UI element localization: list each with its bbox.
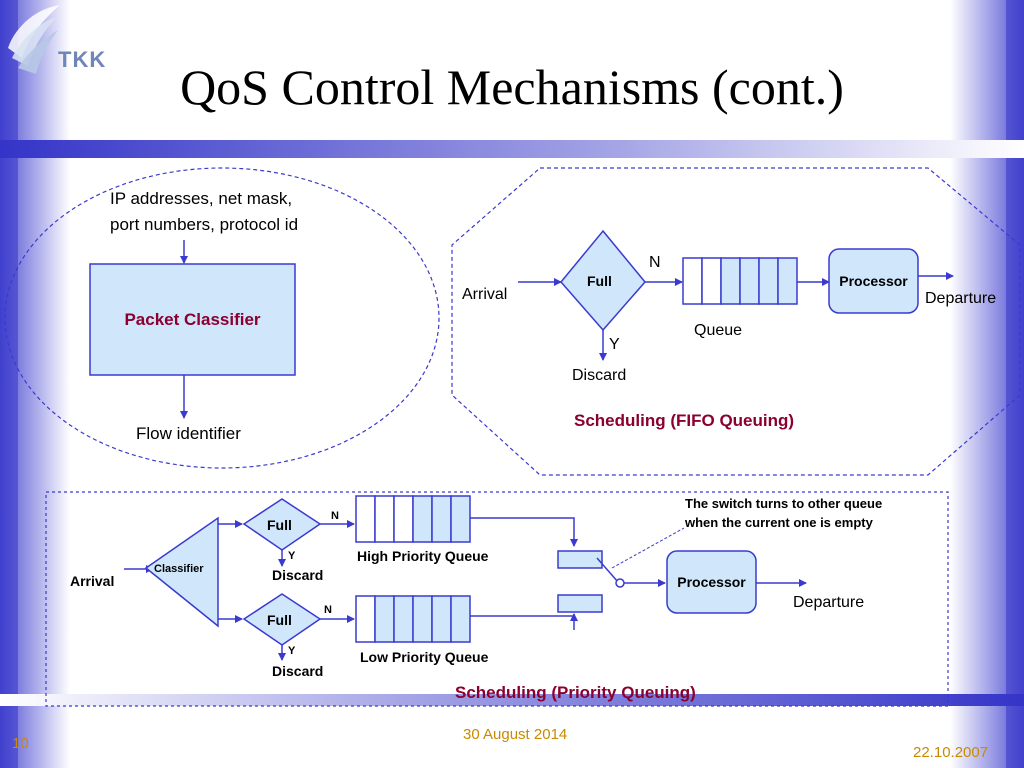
logo-text: TKK — [58, 47, 107, 72]
title-underline-bar — [0, 140, 1024, 158]
classifier-input-line1: IP addresses, net mask, — [110, 189, 293, 208]
footer-date-right: 22.10.2007 — [913, 744, 989, 761]
high-discard-label: Discard — [272, 567, 324, 583]
priority-classifier-label: Classifier — [154, 563, 204, 575]
flow-identifier-label: Flow identifier — [136, 424, 241, 443]
fifo-discard-label: Discard — [572, 367, 627, 384]
fifo-octagon — [451, 167, 1021, 476]
low-no-label: N — [324, 604, 332, 616]
low-yes-label: Y — [288, 645, 296, 657]
low-switch-slot — [557, 594, 603, 613]
switch-note-line1: The switch turns to other queue — [685, 496, 883, 511]
priority-departure-label: Departure — [793, 594, 865, 611]
high-switch-slot — [557, 550, 603, 569]
fifo-arrival-label: Arrival — [462, 286, 508, 303]
high-no-label: N — [331, 510, 339, 522]
fifo-full-label: Full — [587, 273, 612, 289]
high-yes-label: Y — [288, 550, 296, 562]
low-queue-cells — [355, 595, 471, 643]
priority-processor-box — [666, 550, 757, 614]
fifo-yes-label: Y — [609, 336, 620, 353]
high-queue-cells — [355, 495, 471, 543]
low-full-label: Full — [267, 612, 292, 628]
packet-classifier-label: Packet Classifier — [124, 310, 261, 329]
fifo-caption: Scheduling (FIFO Queuing) — [574, 411, 795, 430]
priority-processor-label: Processor — [677, 574, 746, 590]
bottom-bar — [0, 694, 1024, 706]
fifo-processor-label: Processor — [839, 273, 908, 289]
fifo-departure-label: Departure — [925, 290, 997, 307]
low-discard-label: Discard — [272, 663, 324, 679]
classifier-triangle — [144, 516, 219, 628]
fifo-queue-cells — [682, 257, 798, 305]
page-title: QoS Control Mechanisms (cont.) — [180, 59, 844, 115]
classifier-ellipse — [4, 167, 440, 469]
low-queue-label: Low Priority Queue — [360, 649, 489, 665]
packet-classifier-box — [89, 263, 296, 376]
tkk-logo-icon — [8, 5, 60, 74]
switch-arm — [596, 557, 619, 583]
switch-note-line2: when the current one is empty — [685, 515, 873, 530]
footer-date-center: 30 August 2014 — [463, 726, 568, 743]
priority-arrival-label: Arrival — [70, 573, 115, 589]
priority-caption: Scheduling (Priority Queuing) — [455, 683, 696, 702]
priority-dashed-frame — [45, 491, 949, 707]
fifo-queue-label: Queue — [694, 322, 743, 339]
fifo-no-label: N — [649, 254, 661, 271]
high-queue-label: High Priority Queue — [357, 548, 489, 564]
switch-pivot — [615, 578, 625, 588]
high-full-label: Full — [267, 517, 292, 533]
fifo-processor-box — [828, 248, 919, 314]
page-number: 10 — [12, 735, 29, 752]
classifier-input-line2: port numbers, protocol id — [110, 215, 299, 234]
